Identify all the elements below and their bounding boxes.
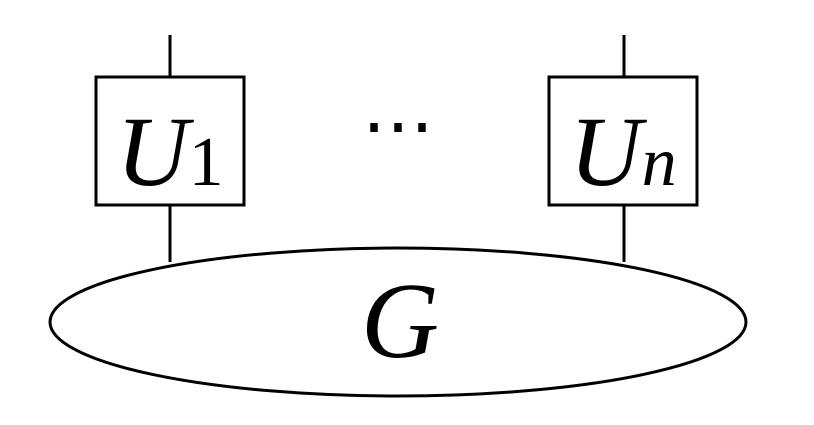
box-u1: [94, 75, 246, 207]
blob-g: [48, 246, 748, 398]
box-un: [547, 75, 699, 207]
ellipsis: ⋯: [362, 83, 434, 167]
blob-g-label: G: [361, 262, 439, 381]
box-un-main: U: [569, 96, 647, 207]
box-un-label: Un: [569, 96, 676, 207]
box-u1-label: U1: [116, 96, 223, 207]
box-u1-main: U: [116, 96, 194, 207]
box-un-subscript: n: [642, 124, 677, 201]
box-u1-subscript: 1: [189, 124, 224, 201]
